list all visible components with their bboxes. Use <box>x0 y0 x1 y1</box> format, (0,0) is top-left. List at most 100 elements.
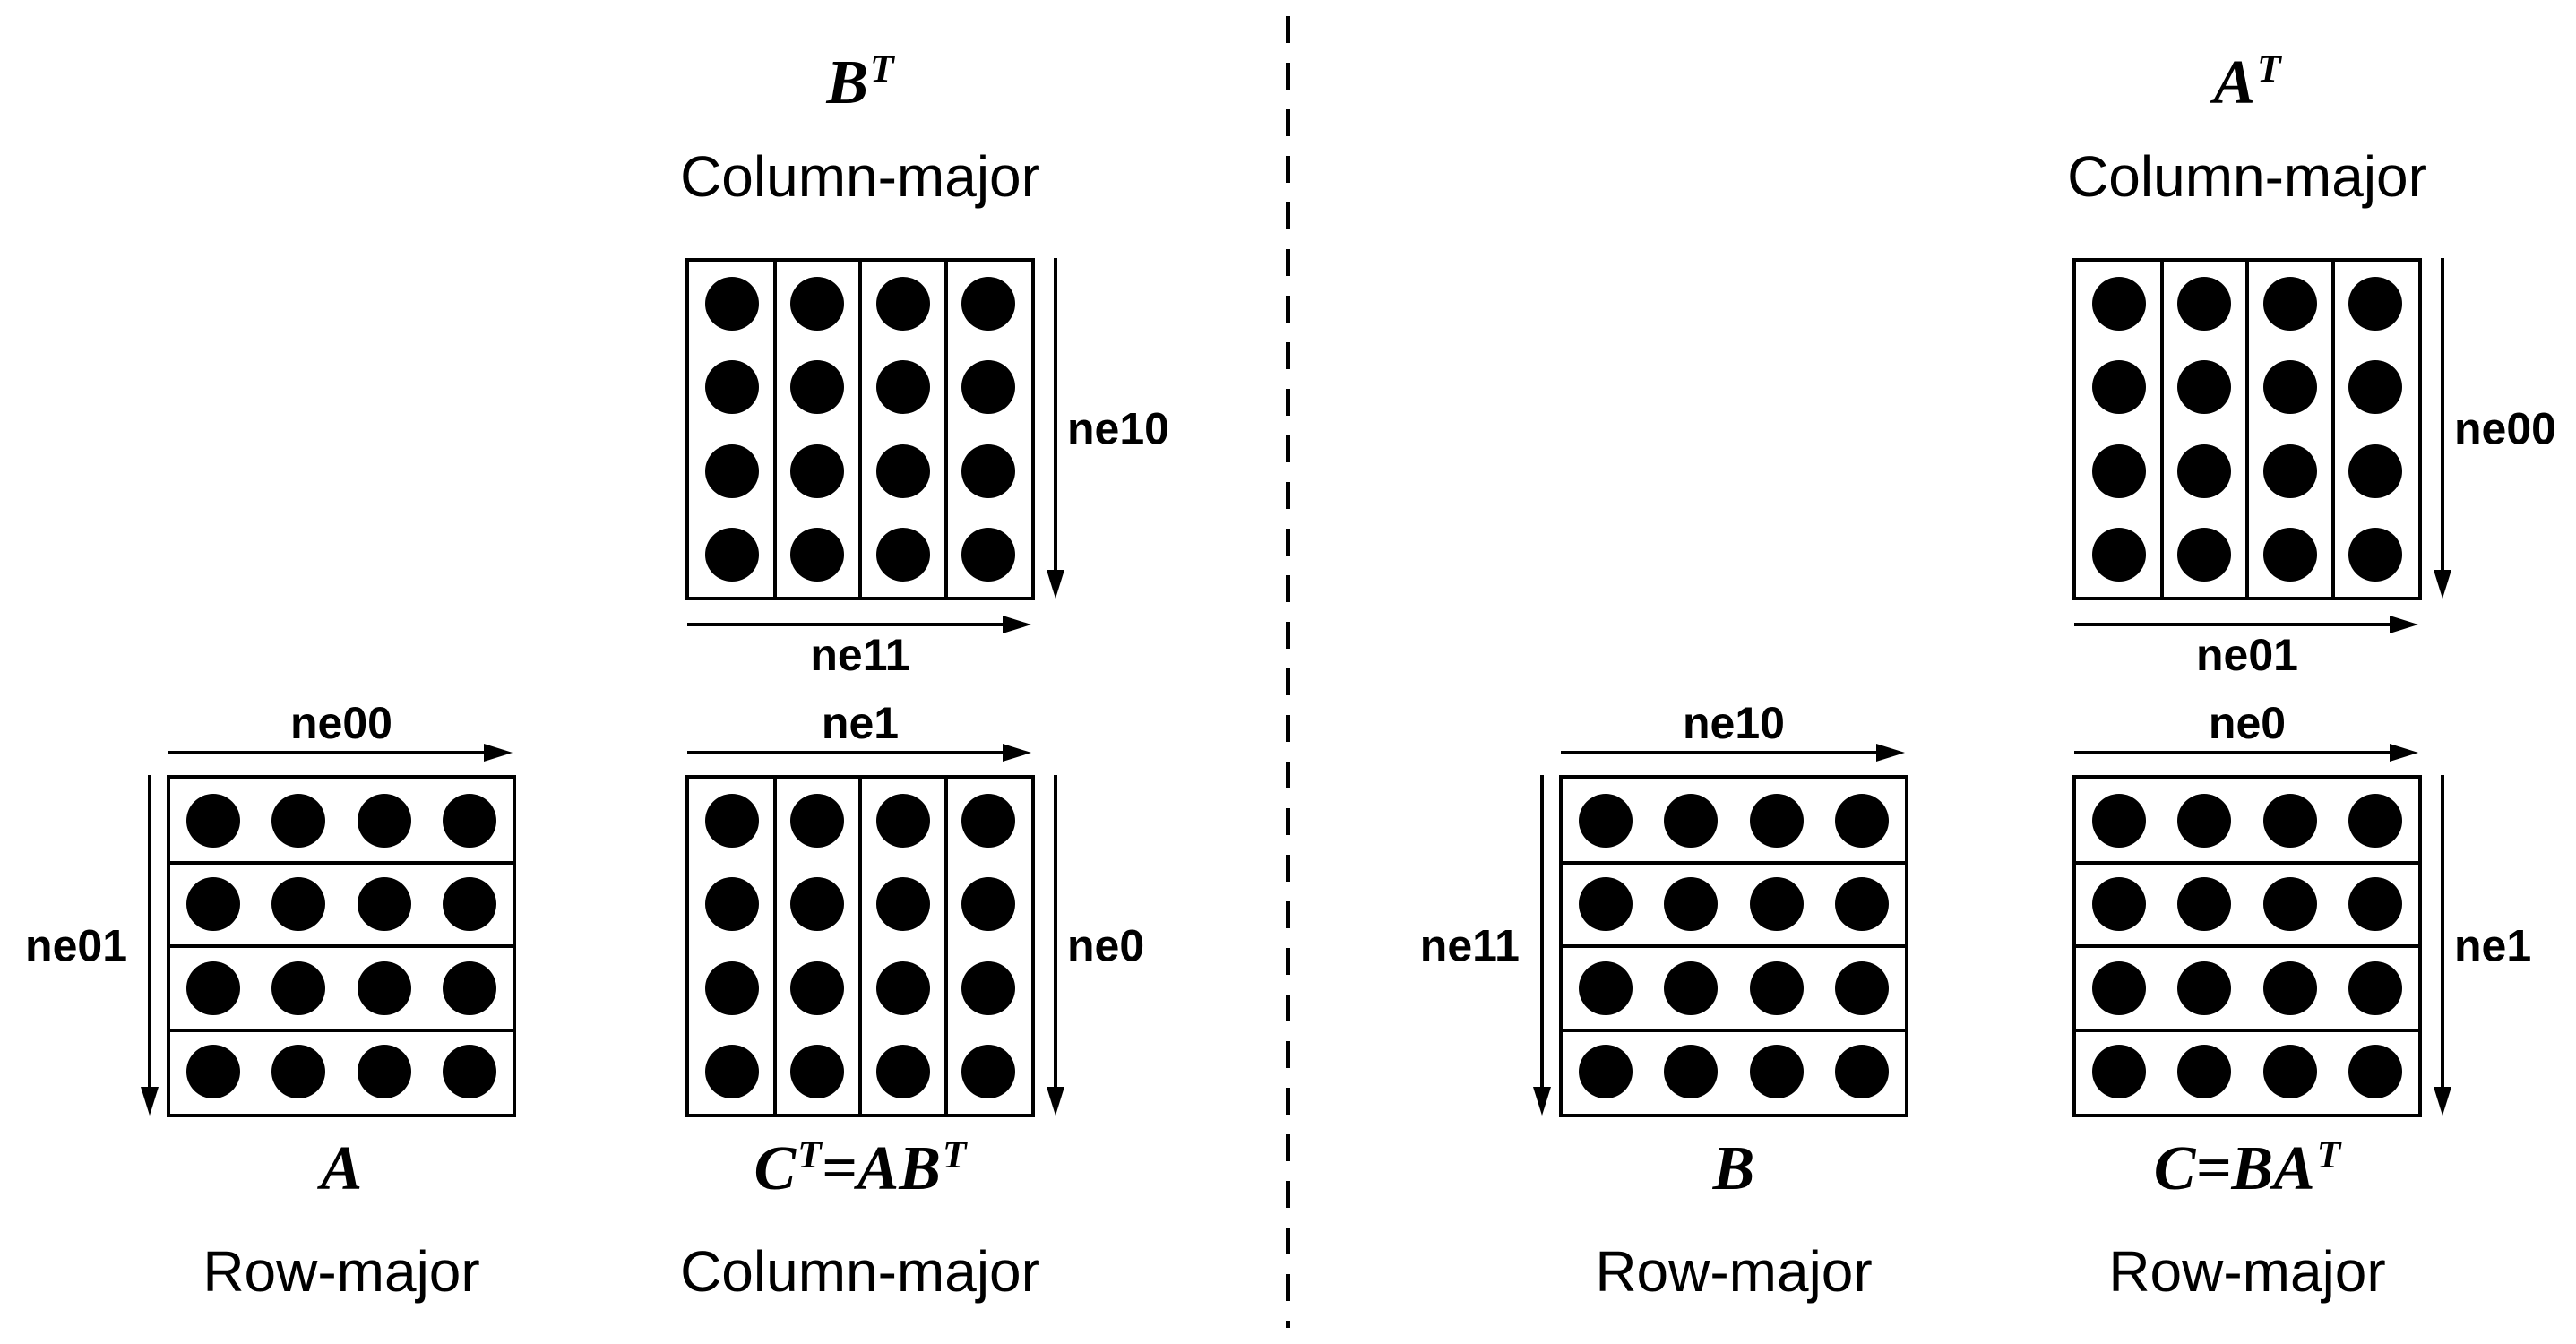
matrix-element-dot <box>357 1045 411 1099</box>
grid-divider-line <box>2245 262 2249 597</box>
matrix-cell <box>2162 513 2248 598</box>
matrix-cell <box>860 1030 946 1115</box>
matrix-element-dot <box>2091 961 2146 1015</box>
matrix-element-dot <box>961 961 1016 1015</box>
storage-order-label: Row-major <box>1595 1239 1873 1304</box>
matrix-cell <box>775 262 861 346</box>
matrix-element-dot <box>443 793 497 848</box>
grid-divider-line <box>2076 944 2418 948</box>
matrix-cell <box>1734 946 1820 1030</box>
arrow-shaft-and-head <box>168 744 513 762</box>
matrix-element-dot <box>1749 1045 1804 1099</box>
matrix-element-dot <box>2177 528 2232 582</box>
dimension-label-ne0: ne0 <box>2208 698 2287 748</box>
matrix-grid-bt <box>685 258 1035 600</box>
matrix-element-dot <box>443 877 497 932</box>
axis-arrow-ne01 <box>134 775 165 1116</box>
matrix-element-dot <box>875 961 930 1015</box>
grid-divider-line <box>772 262 777 597</box>
matrix-caption-b: B Row-major <box>1595 1132 1872 1306</box>
transpose-superscript: T <box>2316 1133 2341 1177</box>
grid-divider-line <box>943 262 948 597</box>
matrix-cell <box>2162 429 2248 513</box>
matrix-element-dot <box>2262 444 2317 498</box>
matrix-element-dot <box>704 360 759 415</box>
matrix-element-dot <box>875 276 930 331</box>
matrix-element-dot <box>271 793 326 848</box>
matrix-cell <box>1649 946 1735 1030</box>
dimension-label-ne1: ne1 <box>2454 920 2532 971</box>
matrix-cell <box>256 1030 342 1115</box>
matrix-cell <box>1563 863 1649 947</box>
matrix-name-ct: CT=ABT <box>680 1132 1040 1207</box>
dimension-label-ne00: ne00 <box>2454 403 2556 454</box>
matrix-element-dot <box>271 1045 326 1099</box>
matrix-cell <box>170 863 256 947</box>
matrix-cell <box>2076 513 2162 598</box>
matrix-element-dot <box>2091 444 2146 498</box>
matrix-name-text: C=BA <box>2153 1134 2315 1203</box>
matrix-element-dot <box>185 793 240 848</box>
matrix-element-dot <box>1578 793 1633 848</box>
matrix-cell <box>2162 946 2248 1030</box>
matrix-element-dot <box>704 877 759 932</box>
matrix-cell <box>2076 429 2162 513</box>
matrix-element-dot <box>1835 961 1890 1015</box>
matrix-element-dot <box>875 793 930 848</box>
dimension-label-ne10: ne10 <box>1067 403 1169 454</box>
matrix-element-dot <box>2091 877 2146 932</box>
matrix-element-dot <box>961 1045 1016 1099</box>
matrix-element-dot <box>185 961 240 1015</box>
matrix-element-dot <box>357 793 411 848</box>
transpose-superscript: T <box>870 47 894 91</box>
matrix-cell <box>2333 262 2419 346</box>
matrix-element-dot <box>790 793 845 848</box>
arrow-shaft-and-head <box>2074 616 2418 633</box>
matrix-grid-b <box>1559 775 1908 1117</box>
grid-divider-line <box>858 779 862 1114</box>
matrix-element-dot <box>704 528 759 582</box>
matrix-cell <box>1649 863 1735 947</box>
axis-arrow-ne10 <box>1561 737 1905 768</box>
matrix-cell <box>946 1030 1032 1115</box>
dimension-label-ne0: ne0 <box>1067 920 1145 971</box>
matrix-element-dot <box>357 877 411 932</box>
matrix-element-dot <box>1664 961 1719 1015</box>
matrix-element-dot <box>185 1045 240 1099</box>
matrix-cell <box>946 513 1032 598</box>
arrow-shaft-and-head <box>2434 775 2451 1116</box>
matrix-element-dot <box>2177 877 2232 932</box>
matrix-cell <box>1734 1030 1820 1115</box>
grid-divider-line <box>2330 262 2335 597</box>
grid-divider-line <box>170 1028 513 1032</box>
matrix-element-dot <box>875 877 930 932</box>
matrix-element-dot <box>790 1045 845 1099</box>
matrix-element-dot <box>1664 1045 1719 1099</box>
matrix-cell <box>2333 1030 2419 1115</box>
matrix-element-dot <box>2262 1045 2317 1099</box>
matrix-cell <box>2333 429 2419 513</box>
matrix-cell <box>2247 1030 2333 1115</box>
matrix-element-dot <box>2091 793 2146 848</box>
grid-divider-line <box>943 779 948 1114</box>
dimension-label-ne1: ne1 <box>821 698 900 748</box>
matrix-element-dot <box>875 1045 930 1099</box>
matrix-cell <box>2247 513 2333 598</box>
matrix-name-text: B <box>1712 1134 1755 1203</box>
matrix-cell <box>860 779 946 863</box>
matrix-cell <box>946 262 1032 346</box>
matrix-cell <box>341 863 427 947</box>
matrix-element-dot <box>1664 877 1719 932</box>
matrix-element-dot <box>1664 793 1719 848</box>
matrix-element-dot <box>2262 528 2317 582</box>
matrix-cell <box>427 946 513 1030</box>
arrow-shaft-and-head <box>2434 258 2451 599</box>
matrix-cell <box>1734 779 1820 863</box>
matrix-element-dot <box>2348 961 2403 1015</box>
axis-arrow-ne1 <box>2427 775 2458 1116</box>
dimension-label-ne00: ne00 <box>290 698 392 748</box>
matrix-cell <box>170 779 256 863</box>
